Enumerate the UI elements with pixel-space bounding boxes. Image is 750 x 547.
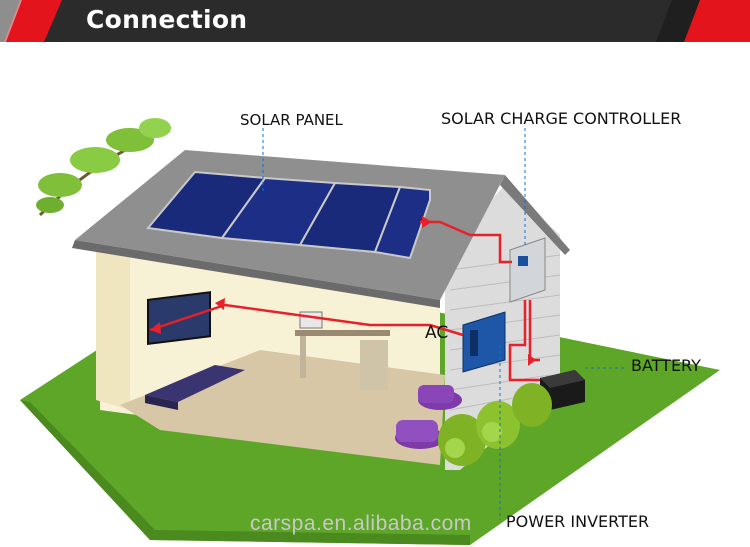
header-bar: Connection: [0, 0, 750, 42]
wire-arrows: [150, 216, 536, 366]
charge-controller-device: [509, 237, 546, 303]
header-decoration: [0, 0, 750, 42]
page-title: Connection: [86, 5, 248, 34]
label-ac: AC: [425, 323, 449, 343]
header-red-stripe: [4, 0, 62, 42]
label-charge-controller: SOLAR CHARGE CONTROLLER: [441, 109, 682, 128]
callout-lines: [262, 128, 625, 520]
left-wall: [96, 245, 130, 410]
tv: [147, 291, 211, 345]
chairs: [395, 385, 462, 449]
header-red-stripe-right: [684, 0, 750, 42]
label-solar-panel: SOLAR PANEL: [240, 111, 343, 129]
desk: [295, 311, 390, 390]
label-power-inverter: POWER INVERTER: [506, 512, 650, 531]
solar-panels: [146, 170, 431, 260]
label-battery: BATTERY: [631, 356, 701, 375]
shrubs: [438, 383, 552, 466]
bench: [145, 365, 245, 402]
inverter-device: [462, 311, 506, 373]
watermark: carspa.en.alibaba.com: [250, 512, 472, 535]
tree-branch: [36, 118, 171, 217]
